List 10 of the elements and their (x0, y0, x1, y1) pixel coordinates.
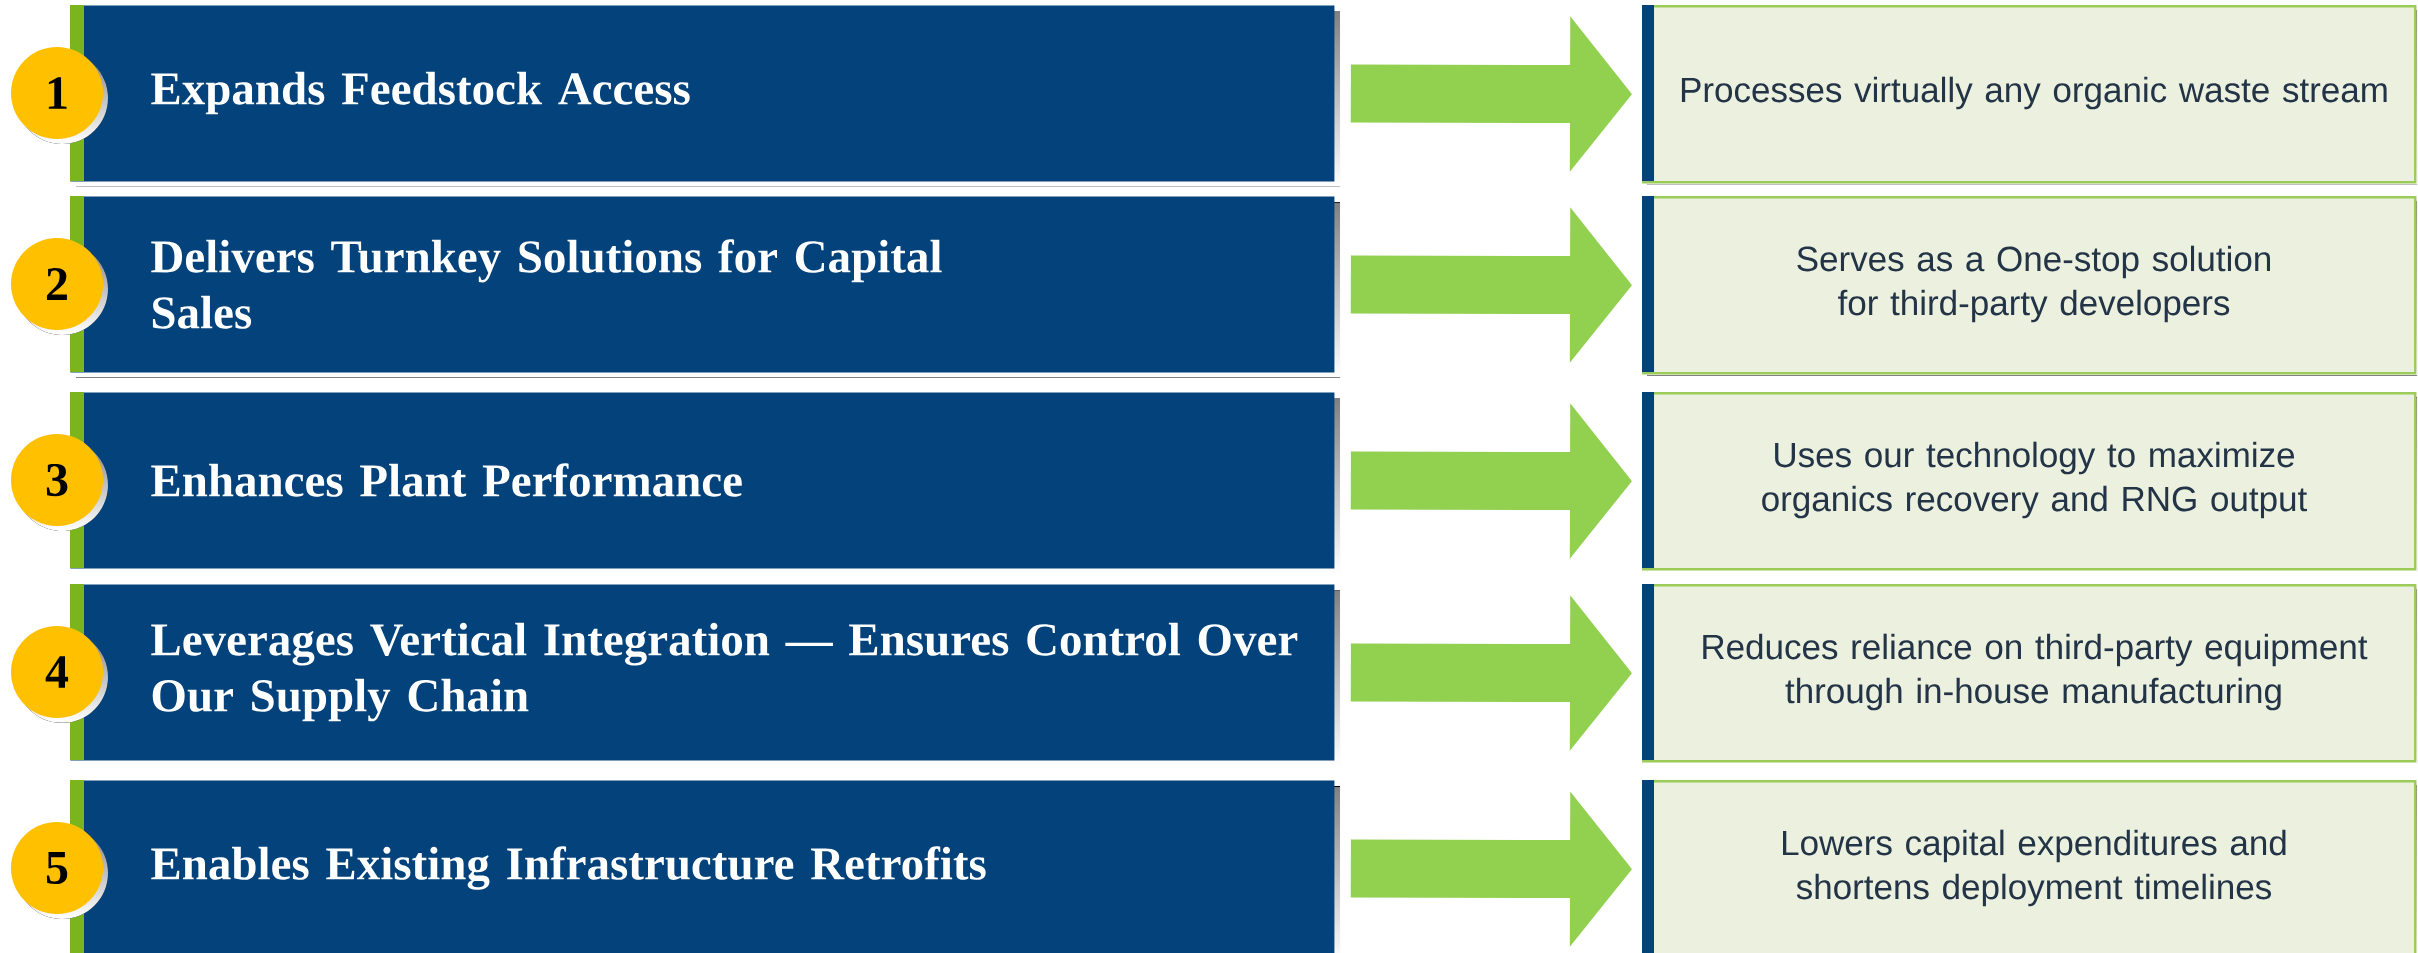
title-box: Delivers Turnkey Solutions for Capital Sales (70, 196, 1340, 378)
title-box: Enhances Plant Performance (70, 392, 1340, 574)
description-box: Processes virtually any organic waste stream (1642, 5, 2418, 185)
description-box: Uses our technology to maximize organics recovery and RNG output (1642, 392, 2418, 572)
description-box: Lowers capital expenditures and shortens deployment timelines (1642, 780, 2418, 953)
title-box: Expands Feedstock Access (70, 5, 1340, 187)
title-box: Leverages Vertical Integration — Ensures Control Over Our Supply Chain (70, 584, 1340, 766)
description-box: Reduces reliance on third-party equipment through in-house manufacturing (1642, 584, 2418, 764)
title-box: Enables Existing Infrastructure Retrofits (70, 780, 1340, 953)
description-box: Serves as a One-stop solution for third-party developers (1642, 196, 2418, 376)
